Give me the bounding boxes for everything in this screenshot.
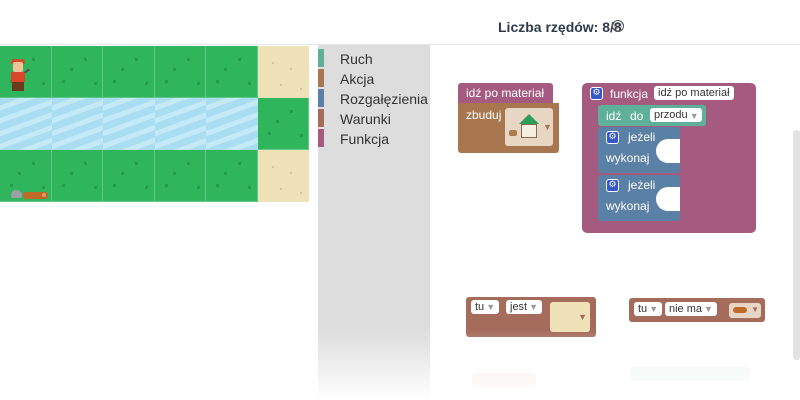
verb-dropdown[interactable]: jest▼ (506, 300, 543, 314)
sand-tile (257, 150, 309, 202)
condition-not-block[interactable]: tu▼ nie ma▼ ▼ (629, 298, 765, 322)
chevron-down-icon: ▼ (751, 305, 759, 314)
grass-tile (51, 150, 103, 202)
category-color-swatch (318, 129, 324, 147)
water-tile (103, 98, 155, 150)
category-label: Warunki (340, 111, 391, 127)
build-block[interactable]: zbuduj ▼ (458, 103, 559, 153)
call-function-block[interactable]: idź po materiał (458, 83, 553, 103)
direction-value: przodu (654, 109, 688, 121)
top-bar: Liczba rzędów: 8/8 ⓘ (0, 0, 800, 45)
block-toolbox: Ruch Akcja Rozgałęzienia Warunki Funkcja (318, 45, 430, 400)
house-icon (519, 114, 539, 124)
grass-tile (103, 46, 155, 98)
gear-icon[interactable]: ⚙ (590, 87, 603, 100)
condition-socket[interactable] (656, 139, 680, 163)
log-icon (733, 307, 747, 313)
faded-block (472, 373, 536, 387)
category-label: Funkcja (340, 131, 390, 147)
sand-tile-dropdown[interactable]: ▼ (550, 302, 590, 332)
toolbox-category-funkcja[interactable]: Funkcja (318, 129, 430, 147)
blocks-workspace[interactable]: idź po materiał zbuduj ▼ ⚙ funkcja idź p… (430, 45, 800, 400)
info-icon[interactable]: ⓘ (612, 20, 624, 32)
faded-block (630, 367, 750, 381)
subject-value: tu (475, 301, 485, 313)
subject-dropdown[interactable]: tu▼ (471, 300, 500, 314)
category-label: Rozgałęzienia (340, 91, 428, 107)
workspace-scrollbar[interactable] (793, 130, 800, 360)
function-keyword: funkcja (610, 87, 649, 101)
category-color-swatch (318, 49, 324, 67)
move-preposition: do (630, 109, 644, 123)
grass-tile (257, 98, 309, 150)
house-wall (521, 124, 537, 138)
chevron-down-icon: ▼ (578, 312, 587, 322)
do-keyword: wykonaj (606, 151, 650, 165)
condition-is-block[interactable]: tu▼ jest▼ ▼ (466, 297, 596, 337)
move-label: idź (606, 109, 622, 123)
if-keyword: jeżeli (628, 130, 656, 144)
stone-material (11, 190, 22, 198)
if-keyword: jeżeli (628, 178, 656, 192)
game-board (0, 46, 309, 202)
toolbox-category-warunki[interactable]: Warunki (318, 109, 430, 127)
rows-counter: Liczba rzędów: 8/8 (498, 19, 622, 35)
gear-icon[interactable]: ⚙ (606, 179, 619, 192)
category-color-swatch (318, 89, 324, 107)
water-tile (206, 98, 258, 150)
sand-tile (257, 46, 309, 98)
chevron-down-icon: ▼ (529, 302, 539, 312)
category-label: Ruch (340, 51, 373, 67)
call-function-label: idź po materiał (466, 86, 545, 100)
if-block[interactable]: ⚙ jeżeli wykonaj (598, 127, 680, 173)
condition-socket[interactable] (656, 187, 680, 211)
grass-tile (51, 46, 103, 98)
chevron-down-icon: ▼ (543, 122, 552, 132)
verb-dropdown[interactable]: nie ma▼ (665, 302, 717, 316)
category-color-swatch (318, 69, 324, 87)
water-tile (0, 98, 52, 150)
chevron-down-icon: ▼ (486, 302, 496, 312)
build-label: zbuduj (466, 108, 502, 122)
player-character (6, 58, 31, 94)
water-tile (154, 98, 206, 150)
gear-icon[interactable]: ⚙ (606, 131, 619, 144)
grass-tile (154, 46, 206, 98)
toolbox-category-akcja[interactable]: Akcja (318, 69, 430, 87)
category-label: Akcja (340, 71, 375, 87)
grass-tile (206, 46, 258, 98)
function-name-field[interactable]: idź po materiał (654, 86, 734, 100)
do-keyword: wykonaj (606, 199, 650, 213)
chevron-down-icon: ▼ (704, 304, 713, 314)
build-target-dropdown[interactable]: ▼ (505, 108, 553, 146)
chevron-down-icon: ▼ (649, 304, 659, 314)
grass-tile (103, 150, 155, 202)
verb-value: nie ma (669, 303, 703, 315)
grass-tile (154, 150, 206, 202)
direction-dropdown[interactable]: przodu ▼ (650, 108, 702, 122)
grass-tile (206, 150, 258, 202)
log-material (23, 192, 48, 199)
category-color-swatch (318, 109, 324, 127)
subject-value: tu (638, 303, 648, 315)
water-tile (51, 98, 103, 150)
chevron-down-icon: ▼ (689, 111, 699, 121)
log-icon (509, 130, 517, 136)
log-dropdown[interactable]: ▼ (729, 303, 761, 318)
subject-dropdown[interactable]: tu▼ (634, 302, 663, 316)
toolbox-category-ruch[interactable]: Ruch (318, 49, 430, 67)
verb-value: jest (510, 301, 528, 313)
toolbox-category-rozgalezienia[interactable]: Rozgałęzienia (318, 89, 430, 107)
move-block[interactable]: idź do przodu ▼ (598, 105, 706, 126)
function-definition-block[interactable]: ⚙ funkcja idź po materiał idź do przodu … (582, 83, 756, 233)
if-block[interactable]: ⚙ jeżeli wykonaj (598, 175, 680, 221)
